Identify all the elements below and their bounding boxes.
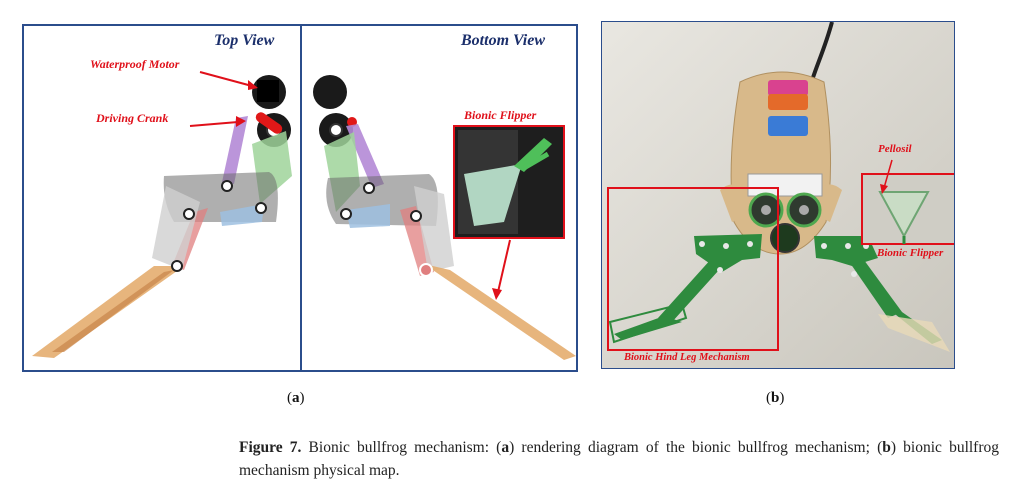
purple-link [222, 116, 248, 184]
battery-blue [768, 116, 808, 136]
flipper-membrane [464, 164, 522, 226]
bottom-view-title: Bottom View [461, 32, 546, 49]
pellosil-inset [861, 173, 954, 245]
callout-driving-crank: Driving Crank [96, 111, 169, 125]
subfigure-label-a: (a) [287, 390, 305, 406]
hind-leg-box [607, 187, 779, 351]
battery-orange [768, 94, 808, 110]
battery-pink [768, 80, 808, 96]
figure-caption: Figure 7. Bionic bullfrog mechanism: (a)… [239, 439, 1000, 479]
callout-bionic-flipper: Bionic Flipper [464, 108, 537, 122]
bottom-view-mechanism [313, 75, 576, 360]
callout-pellosil: Pellosil [878, 143, 912, 155]
electronics-block [747, 173, 823, 197]
flipper-inset [453, 125, 565, 239]
flipper-arrow [497, 239, 511, 293]
callout-bionic-flipper-b: Bionic Flipper [877, 247, 944, 259]
panel-a-rendering: Top View Bottom View Waterproof Motor Dr… [22, 24, 578, 372]
callout-waterproof-motor: Waterproof Motor [90, 57, 180, 71]
motor-arrow [199, 71, 253, 87]
waterproof-motor [257, 80, 279, 102]
panel-a-drawing [32, 26, 576, 370]
driving-crank [255, 112, 283, 134]
bottom-upper-gear [313, 75, 347, 109]
top-view-mechanism [32, 75, 292, 358]
caption-label: Figure 7. [239, 439, 302, 456]
top-view-title: Top View [214, 32, 275, 49]
panel-b-drawing [602, 22, 954, 368]
crank-arrow [189, 121, 239, 127]
pellosil-arrow [883, 159, 893, 189]
pellosil-frame [878, 191, 930, 239]
subfigure-label-b: (b) [766, 390, 785, 406]
panel-b-photo: Pellosil Bionic Flipper Bionic Hind Leg … [601, 21, 955, 369]
callout-hind-leg: Bionic Hind Leg Mechanism [624, 352, 750, 363]
